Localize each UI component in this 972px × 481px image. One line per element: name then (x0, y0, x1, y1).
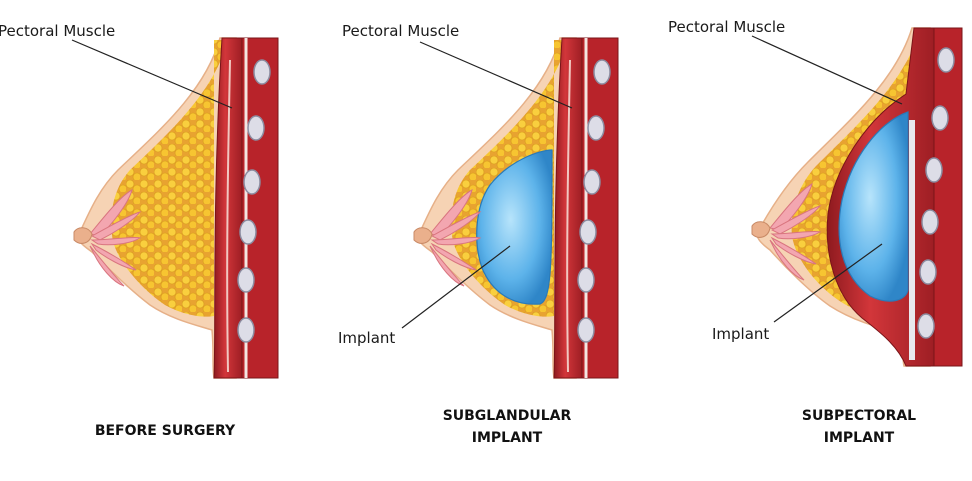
mammary-gland (89, 189, 142, 287)
mammary-gland (429, 189, 482, 287)
callout-line-muscle (419, 41, 573, 109)
caption-line: BEFORE SURGERY (94, 423, 236, 439)
panel-subpectoral (751, 27, 963, 367)
fat-tissue (791, 30, 920, 316)
label-pectoral-muscle-3: Pectoral Muscle (668, 18, 786, 36)
label-implant-2: Implant (338, 329, 396, 347)
caption-subglandular: SUBGLANDULAR IMPLANT (412, 405, 602, 449)
callout-line-muscle (751, 35, 903, 105)
ribs (237, 59, 271, 343)
chest-wall (933, 27, 963, 367)
caption-before-surgery: BEFORE SURGERY (70, 420, 260, 442)
nipple (413, 227, 433, 244)
caption-line: SUBGLANDULAR (442, 408, 572, 424)
ribs (577, 59, 611, 343)
caption-line: IMPLANT (823, 430, 895, 446)
mammary-gland (769, 183, 822, 281)
caption-line: SUBPECTORAL (801, 408, 917, 424)
ribs (917, 47, 955, 339)
caption-subpectoral: SUBPECTORAL IMPLANT (764, 405, 954, 449)
fat-tissue (111, 40, 228, 317)
label-pectoral-muscle-1: Pectoral Muscle (0, 22, 116, 40)
label-implant-3: Implant (712, 325, 770, 343)
callout-line-muscle (71, 39, 233, 109)
implant (476, 149, 553, 305)
callout-line-implant (401, 245, 511, 329)
nipple (751, 221, 771, 238)
panel-before-surgery (71, 37, 279, 379)
implant (838, 111, 909, 302)
callout-line-implant (773, 243, 883, 323)
label-pectoral-muscle-2: Pectoral Muscle (342, 22, 460, 40)
caption-line: IMPLANT (471, 430, 543, 446)
nipple (73, 227, 93, 244)
panel-subglandular (401, 37, 619, 379)
